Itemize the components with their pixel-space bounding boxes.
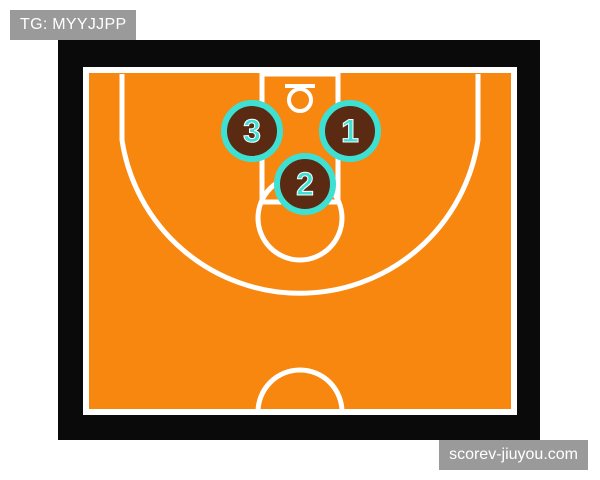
player-2-label: 2 — [296, 166, 314, 202]
player-3-label: 3 — [243, 113, 261, 149]
watermark-top-left: TG: MYYJJPP — [10, 10, 137, 40]
player-1-marker: 1 — [319, 100, 381, 162]
player-1-label: 1 — [341, 113, 359, 149]
watermark-bottom-right: scorev-jiuyou.com — [439, 440, 588, 470]
player-3-marker: 3 — [221, 100, 283, 162]
three-point-line — [119, 74, 481, 296]
player-2-marker: 2 — [274, 153, 336, 215]
center-circle — [255, 367, 345, 413]
hoop — [287, 87, 313, 113]
court-boundary — [83, 67, 517, 415]
